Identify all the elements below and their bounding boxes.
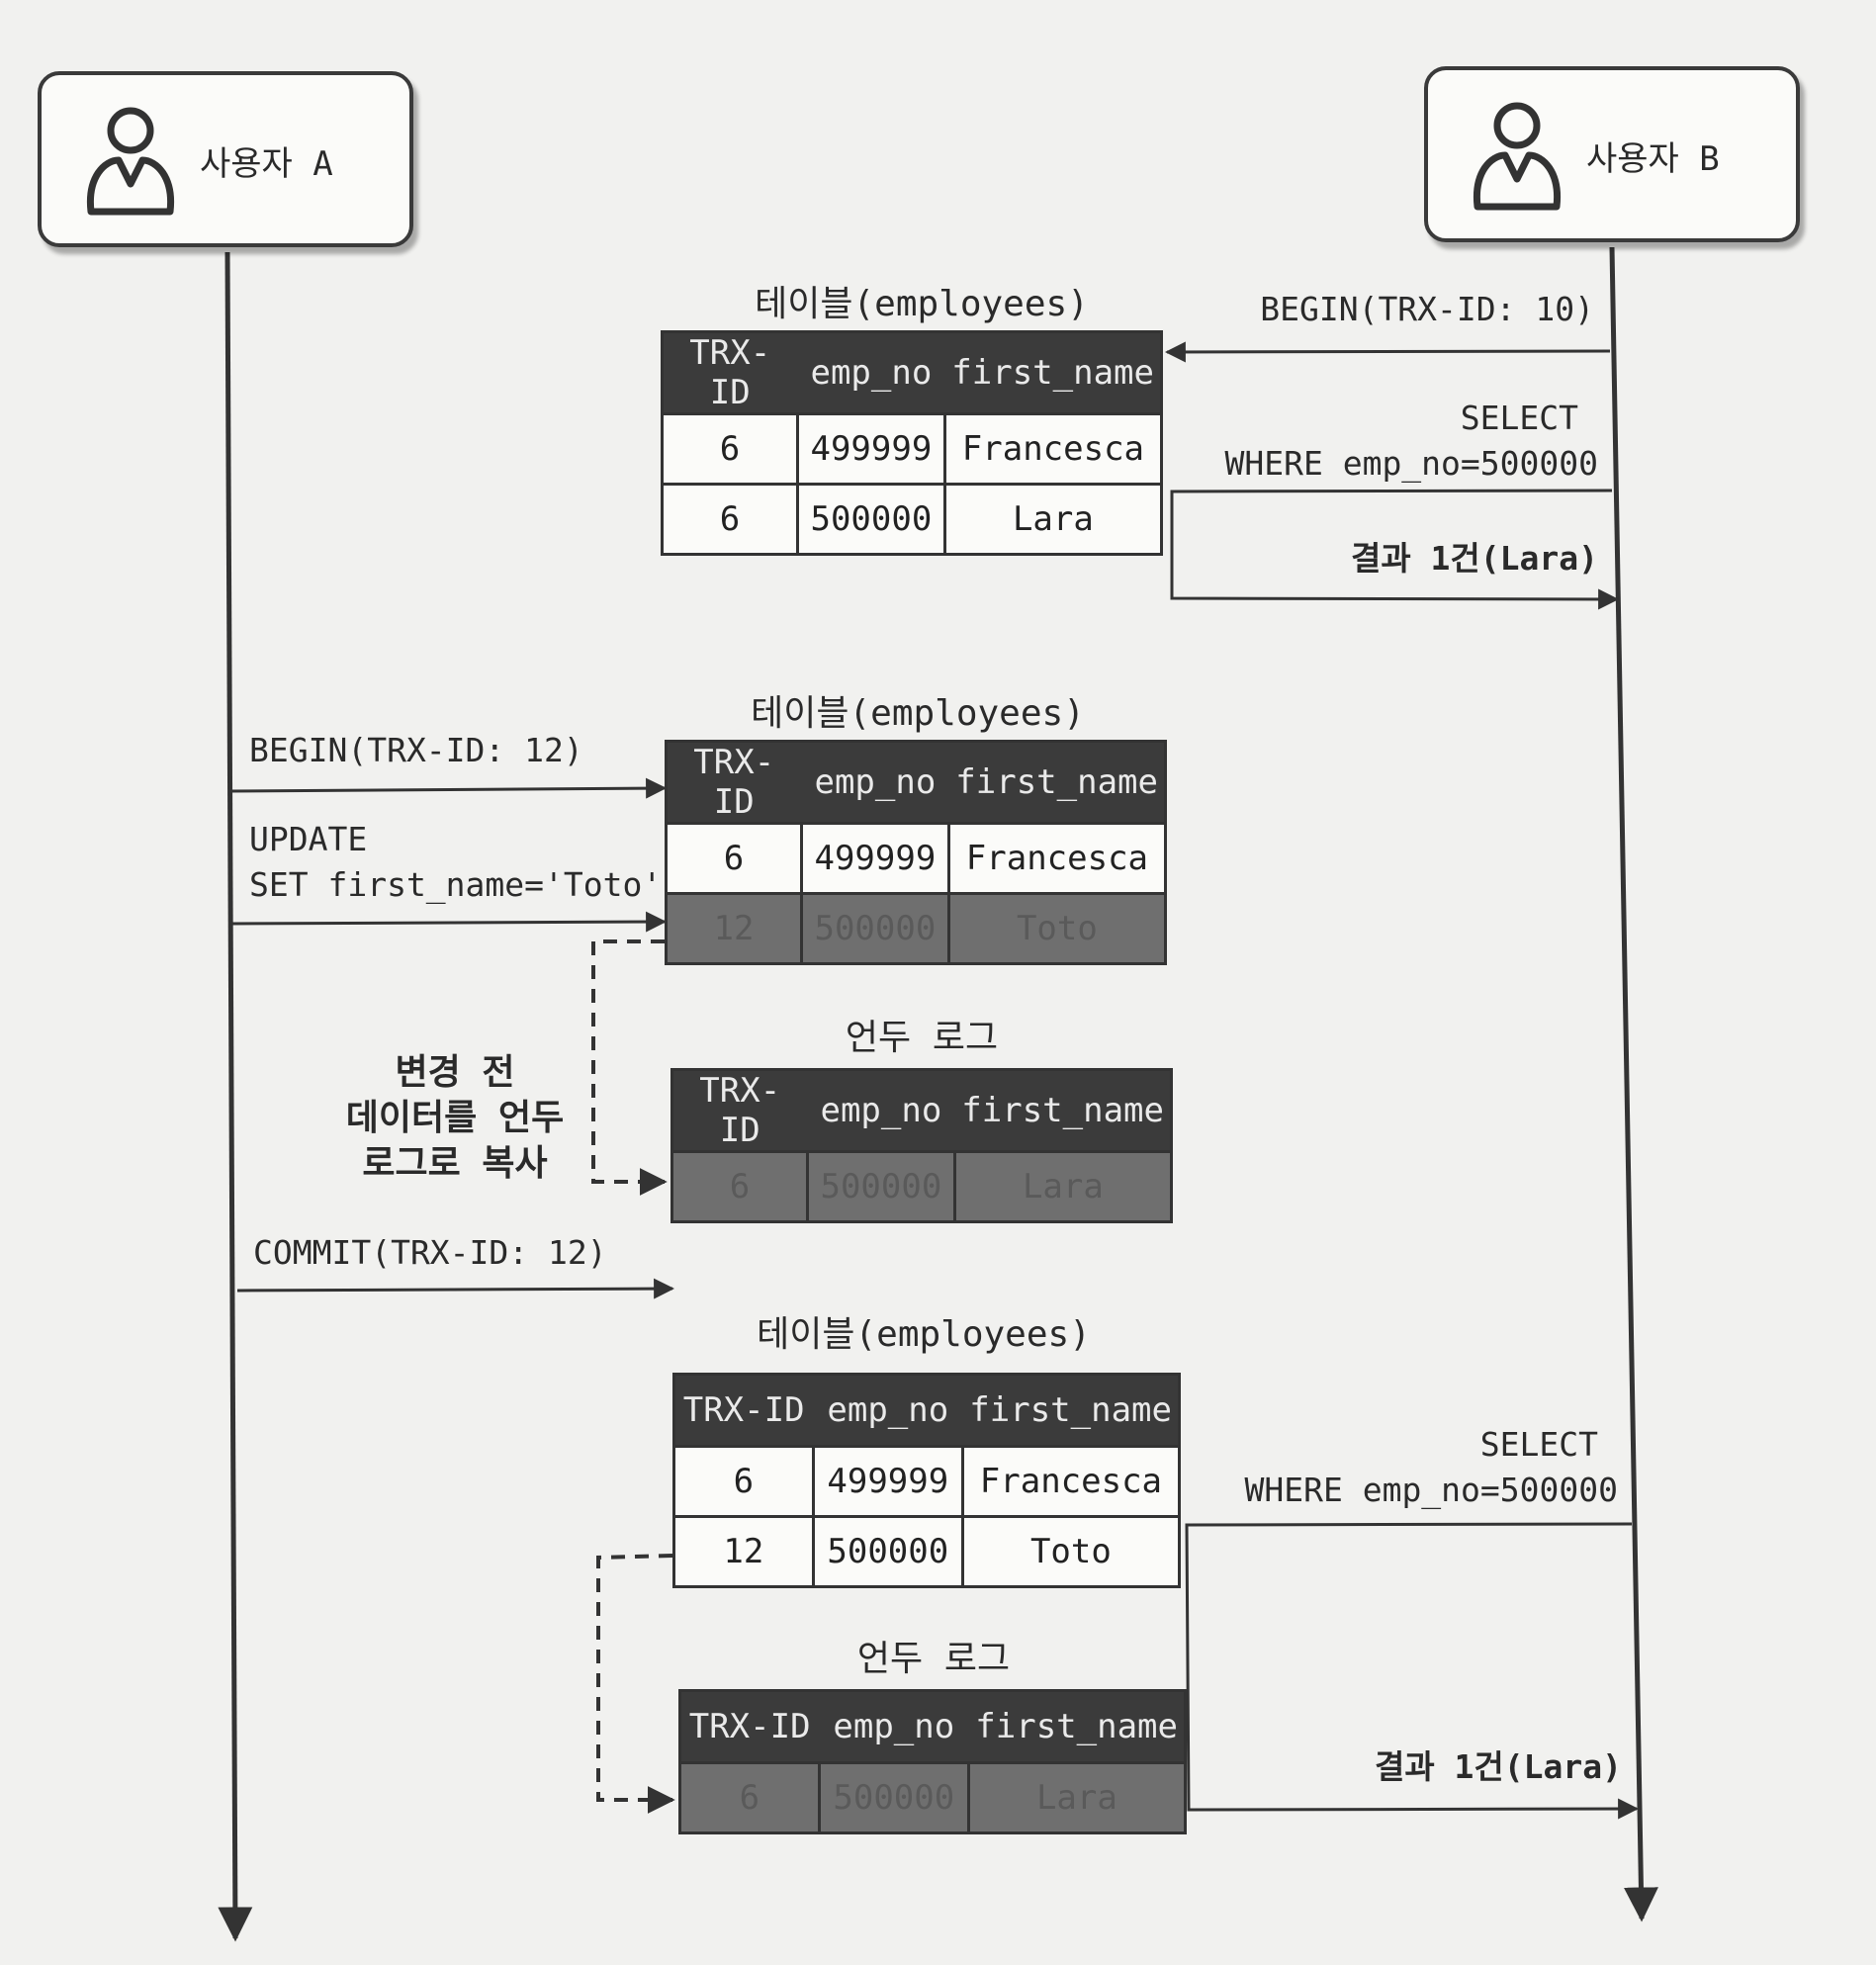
col-header: TRX-ID bbox=[665, 741, 802, 824]
undo2-title: 언두 로그 bbox=[856, 1639, 1011, 1679]
cell: 12 bbox=[672, 1515, 815, 1588]
msg-b-select2-line1: SELECT bbox=[1479, 1425, 1598, 1464]
lifeline-b bbox=[1609, 246, 1658, 1922]
table-row: 6 499999 Francesca bbox=[661, 412, 1164, 486]
cell: 6 bbox=[661, 412, 799, 486]
col-header: TRX-ID bbox=[678, 1690, 820, 1763]
col-header: TRX-ID bbox=[670, 1069, 808, 1152]
table-row: 6 500000 Lara bbox=[661, 483, 1164, 556]
arrow-b-select1 bbox=[1170, 489, 1620, 610]
col-header: first_name bbox=[947, 741, 1166, 824]
cell: Lara bbox=[952, 1150, 1174, 1223]
cell: Toto bbox=[946, 892, 1168, 965]
cell: 12 bbox=[665, 892, 803, 965]
col-header: first_name bbox=[961, 1374, 1180, 1447]
table-row: 6 499999 Francesca bbox=[672, 1445, 1182, 1518]
msg-b-select2-line2: WHERE emp_no=500000 bbox=[1244, 1471, 1619, 1509]
cell: Francesca bbox=[960, 1445, 1182, 1518]
table-row-highlighted: 6 500000 Lara bbox=[678, 1761, 1188, 1834]
col-header: TRX-ID bbox=[672, 1374, 814, 1447]
cell: 499999 bbox=[799, 822, 950, 895]
cell: Toto bbox=[960, 1515, 1182, 1588]
msg-a-commit: COMMIT(TRX-ID: 12) bbox=[253, 1233, 607, 1272]
msg-b-begin: BEGIN(TRX-ID: 10) bbox=[1260, 290, 1594, 328]
cell: 6 bbox=[670, 1150, 809, 1223]
table2: TRX-ID emp_no first_name 6 499999 France… bbox=[665, 740, 1168, 965]
undo-log-1: TRX-ID emp_no first_name 6 500000 Lara bbox=[670, 1068, 1174, 1223]
table3: TRX-ID emp_no first_name 6 499999 France… bbox=[672, 1373, 1182, 1588]
table-row: 12 500000 Toto bbox=[672, 1515, 1182, 1588]
col-header: emp_no bbox=[818, 1690, 969, 1763]
actor-a-label: 사용자 A bbox=[200, 144, 333, 184]
msg-a-update-line2: SET first_name='Toto' bbox=[249, 865, 663, 904]
cell: Lara bbox=[942, 483, 1164, 556]
cell: Lara bbox=[966, 1761, 1188, 1834]
undo1-title: 언두 로그 bbox=[845, 1018, 999, 1058]
undo-log-2: TRX-ID emp_no first_name 6 500000 Lara bbox=[678, 1689, 1188, 1834]
col-header: emp_no bbox=[806, 1069, 955, 1152]
cell: Francesca bbox=[942, 412, 1164, 486]
msg-a-note-line3: 로그로 복사 bbox=[362, 1143, 548, 1184]
col-header: emp_no bbox=[796, 331, 945, 414]
cell: 500000 bbox=[795, 483, 946, 556]
table3-title: 테이블(employees) bbox=[757, 1314, 1091, 1355]
cell: 499999 bbox=[795, 412, 946, 486]
user-icon bbox=[1473, 102, 1562, 211]
msg-a-update-line1: UPDATE bbox=[249, 820, 368, 858]
cell: 6 bbox=[665, 822, 803, 895]
msg-b-result2: 결과 1건(Lara) bbox=[1374, 1747, 1622, 1786]
arrow-b-select2 bbox=[1185, 1522, 1640, 1820]
msg-a-note-line2: 데이터를 언두 bbox=[345, 1098, 565, 1138]
col-header: first_name bbox=[953, 1069, 1172, 1152]
col-header: first_name bbox=[967, 1690, 1186, 1763]
cell: 499999 bbox=[811, 1445, 964, 1518]
msg-b-result1: 결과 1건(Lara) bbox=[1350, 539, 1598, 578]
table1: TRX-ID emp_no first_name 6 499999 France… bbox=[661, 330, 1164, 556]
table-row: 6 499999 Francesca bbox=[665, 822, 1168, 895]
actor-b-box: 사용자 B bbox=[1424, 66, 1800, 242]
cell: 500000 bbox=[799, 892, 950, 965]
arrow-a-begin bbox=[228, 777, 668, 799]
col-header: TRX-ID bbox=[661, 331, 798, 414]
col-header: emp_no bbox=[812, 1374, 963, 1447]
arrow-b-begin bbox=[1164, 341, 1611, 363]
actor-a-box: 사용자 A bbox=[38, 71, 413, 247]
actor-b-label: 사용자 B bbox=[1586, 139, 1720, 179]
msg-b-select1-line1: SELECT bbox=[1460, 399, 1578, 437]
cell: Francesca bbox=[946, 822, 1168, 895]
msg-a-begin: BEGIN(TRX-ID: 12) bbox=[249, 731, 583, 769]
arrow-a-update bbox=[229, 911, 668, 933]
table1-title: 테이블(employees) bbox=[755, 284, 1089, 324]
arrow-a-commit bbox=[236, 1278, 675, 1299]
table2-title: 테이블(employees) bbox=[751, 693, 1085, 734]
table-row-highlighted: 6 500000 Lara bbox=[670, 1150, 1174, 1223]
cell: 6 bbox=[678, 1761, 821, 1834]
msg-b-select1-line2: WHERE emp_no=500000 bbox=[1224, 444, 1599, 483]
cell: 500000 bbox=[805, 1150, 956, 1223]
table-row-highlighted: 12 500000 Toto bbox=[665, 892, 1168, 965]
user-icon bbox=[86, 107, 175, 216]
arrow-copy-undo2 bbox=[596, 1554, 675, 1814]
col-header: emp_no bbox=[800, 741, 949, 824]
cell: 500000 bbox=[811, 1515, 964, 1588]
cell: 500000 bbox=[817, 1761, 970, 1834]
lifeline-a bbox=[218, 251, 253, 1942]
col-header: first_name bbox=[943, 331, 1162, 414]
cell: 6 bbox=[661, 483, 799, 556]
msg-a-note-line1: 변경 전 bbox=[395, 1052, 515, 1093]
arrow-copy-undo1 bbox=[591, 939, 668, 1196]
cell: 6 bbox=[672, 1445, 815, 1518]
